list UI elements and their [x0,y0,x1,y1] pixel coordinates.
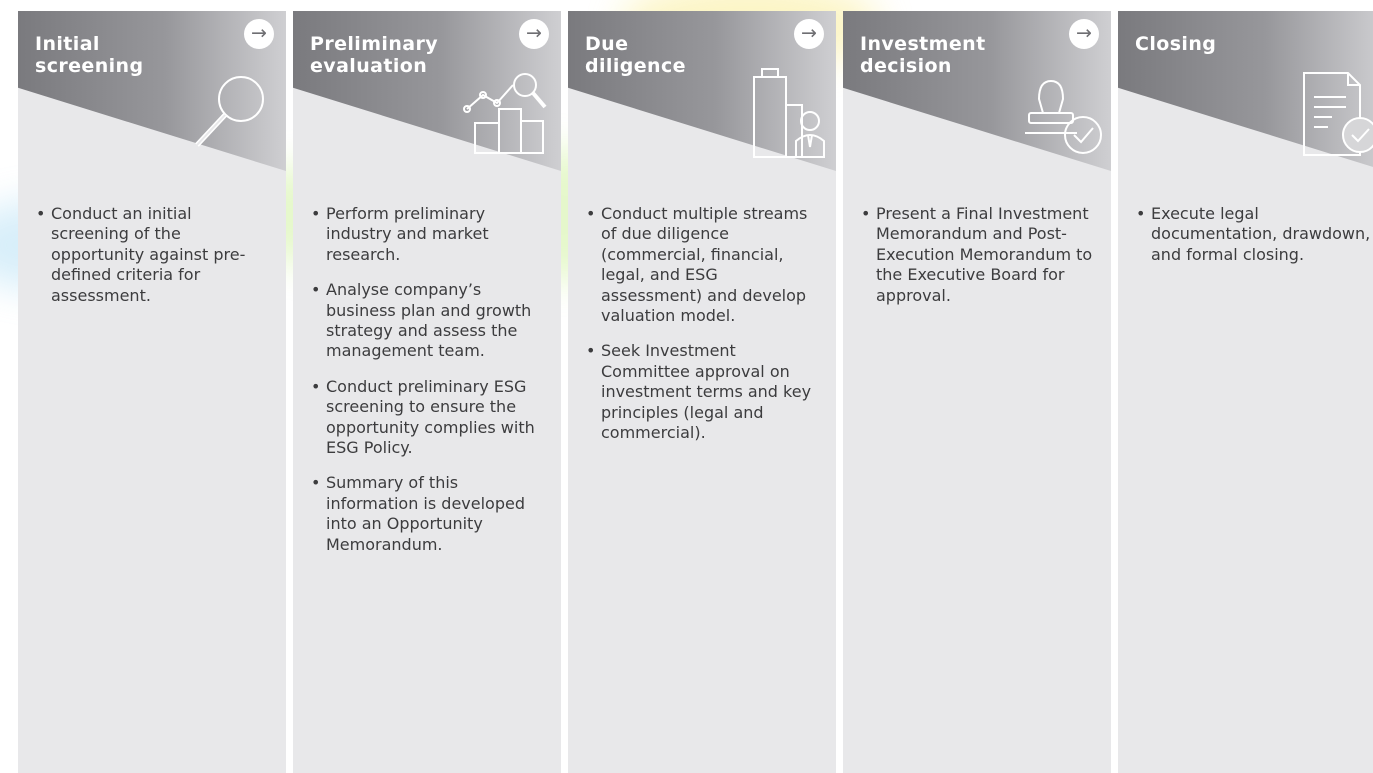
bullet-item: Seek Investment Committee approval on in… [586,341,822,443]
process-stages: Initial screening → Conduct an initial scr… [18,11,1373,773]
bullet-item: Summary of this information is developed… [311,473,547,555]
building-person-icon [753,68,825,158]
bullet-list: Conduct an initial screening of the oppo… [36,204,272,321]
bullet-item: Conduct multiple streams of due diligenc… [586,204,822,326]
bullet-item: Present a Final Investment Memorandum an… [861,204,1097,306]
stage-4: Investment decision → Present a Final Inve… [843,11,1111,773]
stage-title: Initial screening [35,33,144,77]
stage-5: ClosingExecute legal documentation, draw… [1118,11,1373,773]
bullet-list: Conduct multiple streams of due diligenc… [586,204,822,458]
bullet-list: Execute legal documentation, drawdown, a… [1136,204,1372,280]
bullet-item: Analyse company’s business plan and grow… [311,280,547,362]
bullet-item: Perform preliminary industry and market … [311,204,547,265]
stage-2: Preliminary evaluation → Perform prelimina… [293,11,561,773]
stage-1: Initial screening → Conduct an initial scr… [18,11,286,773]
arrow-right-icon[interactable]: → [244,19,274,49]
bullet-item: Conduct an initial screening of the oppo… [36,204,272,306]
document-check-icon [1303,72,1373,156]
stage-title: Investment decision [860,33,986,77]
arrow-right-icon[interactable]: → [794,19,824,49]
arrow-right-icon[interactable]: → [1069,19,1099,49]
stage-3: Due diligence → Conduct multiple streams o… [568,11,836,773]
magnifier-icon [195,76,264,147]
stage-title: Due diligence [585,33,686,77]
arrow-right-icon[interactable]: → [519,19,549,49]
bullet-list: Present a Final Investment Memorandum an… [861,204,1097,321]
stage-title: Closing [1135,33,1217,55]
chart-analysis-icon [463,73,547,154]
stage-title: Preliminary evaluation [310,33,439,77]
bullet-list: Perform preliminary industry and market … [311,204,547,570]
bullet-item: Conduct preliminary ESG screening to ens… [311,377,547,459]
stamp-check-icon [1025,79,1102,154]
bullet-item: Execute legal documentation, drawdown, a… [1136,204,1372,265]
